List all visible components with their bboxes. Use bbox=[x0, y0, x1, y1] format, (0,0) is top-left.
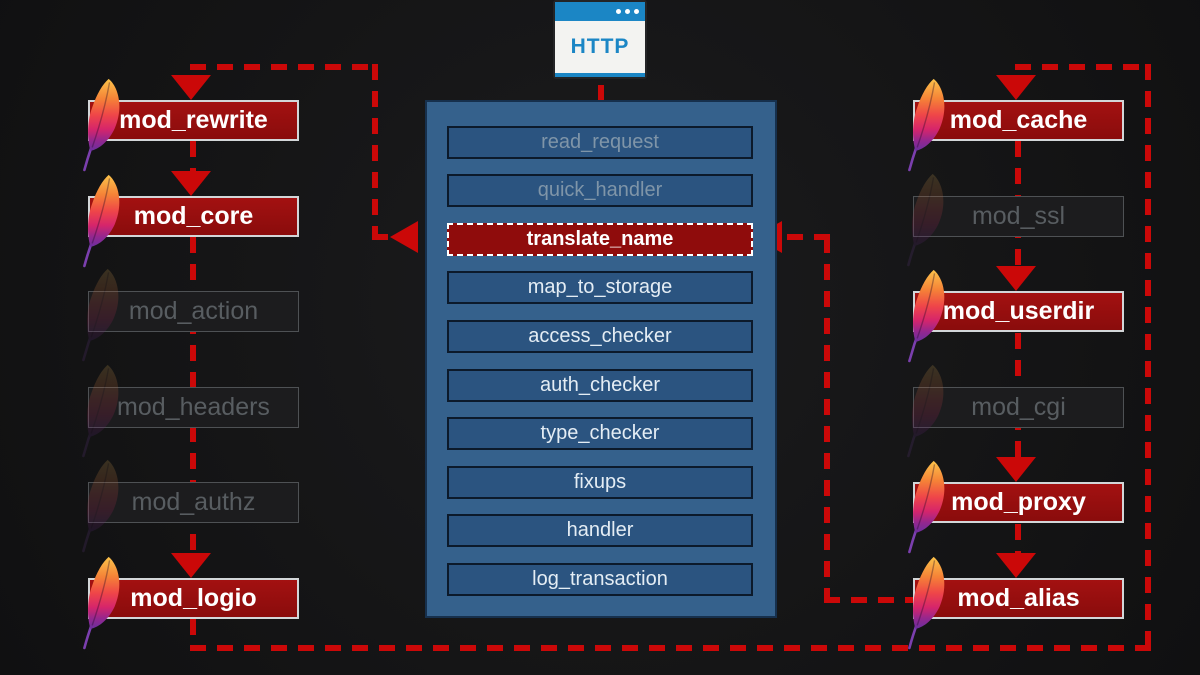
module-label: mod_headers bbox=[117, 393, 270, 421]
flow-line-rewrite-to-core bbox=[190, 141, 196, 173]
module-mod-ssl: mod_ssl bbox=[907, 172, 1124, 267]
apache-feather-icon bbox=[907, 172, 945, 267]
phase-type-checker: type_checker bbox=[447, 417, 753, 450]
flow-line-proxy-to-alias bbox=[1015, 524, 1021, 555]
flow-line-logio-down bbox=[190, 619, 196, 647]
module-label: mod_alias bbox=[957, 584, 1080, 612]
phase-quick-handler: quick_handler bbox=[447, 174, 753, 207]
window-dot-icon bbox=[625, 9, 630, 14]
phase-map-to-storage: map_to_storage bbox=[447, 271, 753, 304]
request-phases-panel: read_request quick_handler translate_nam… bbox=[425, 100, 777, 618]
apache-feather-icon bbox=[83, 173, 121, 268]
arrow-into-mod-logio-icon bbox=[171, 553, 211, 578]
browser-footer-strip bbox=[555, 73, 645, 77]
arrow-into-mod-cache-icon bbox=[996, 75, 1036, 100]
apache-feather-icon bbox=[82, 458, 120, 553]
flow-line-bottom bbox=[190, 645, 1151, 651]
module-label: mod_userdir bbox=[942, 297, 1095, 325]
module-mod-authz: mod_authz bbox=[82, 458, 299, 553]
apache-feather-icon bbox=[908, 77, 946, 172]
arrow-into-mod-core-icon bbox=[171, 171, 211, 196]
module-mod-headers: mod_headers bbox=[82, 363, 299, 458]
phase-read-request: read_request bbox=[447, 126, 753, 159]
arrow-into-mod-rewrite-icon bbox=[171, 75, 211, 100]
phase-handler: handler bbox=[447, 514, 753, 547]
module-mod-logio: mod_logio bbox=[83, 555, 299, 650]
module-label: mod_ssl bbox=[971, 202, 1066, 230]
module-mod-proxy: mod_proxy bbox=[908, 459, 1124, 554]
module-mod-rewrite: mod_rewrite bbox=[83, 77, 299, 172]
flow-line-left-up bbox=[372, 64, 378, 240]
phase-translate-name: translate_name bbox=[447, 223, 753, 256]
module-label: mod_logio bbox=[130, 584, 257, 612]
apache-feather-icon bbox=[907, 363, 945, 458]
phase-auth-checker: auth_checker bbox=[447, 369, 753, 402]
browser-title-bar bbox=[555, 2, 645, 21]
phase-fixups: fixups bbox=[447, 466, 753, 499]
flow-line-return-into-translate bbox=[760, 234, 830, 240]
flow-line-top-left bbox=[190, 64, 378, 70]
window-dot-icon bbox=[634, 9, 639, 14]
module-mod-cache: mod_cache bbox=[908, 77, 1124, 172]
module-mod-core: mod_core bbox=[83, 173, 299, 268]
apache-feather-icon bbox=[908, 459, 946, 554]
phase-access-checker: access_checker bbox=[447, 320, 753, 353]
arrow-into-mod-userdir-icon bbox=[996, 266, 1036, 291]
module-mod-userdir: mod_userdir bbox=[908, 268, 1124, 363]
module-label: mod_core bbox=[133, 202, 254, 230]
module-mod-action: mod_action bbox=[82, 267, 299, 362]
arrow-out-left-icon bbox=[390, 221, 418, 253]
http-label: HTTP bbox=[570, 35, 630, 58]
module-label: mod_authz bbox=[131, 488, 256, 516]
flow-line-right-edge bbox=[1145, 64, 1151, 649]
module-label: mod_action bbox=[128, 297, 259, 325]
window-dot-icon bbox=[616, 9, 621, 14]
browser-body: HTTP bbox=[555, 21, 645, 73]
module-label: mod_rewrite bbox=[119, 106, 268, 134]
module-label: mod_cgi bbox=[971, 393, 1066, 421]
arrow-into-mod-proxy-icon bbox=[996, 457, 1036, 482]
module-mod-cgi: mod_cgi bbox=[907, 363, 1124, 458]
flow-line-return-up bbox=[824, 237, 830, 601]
flow-line-alias-out bbox=[824, 597, 913, 603]
apache-feather-icon bbox=[83, 555, 121, 650]
flow-line-top-right bbox=[1015, 64, 1151, 70]
module-label: mod_proxy bbox=[951, 488, 1086, 516]
module-mod-alias: mod_alias bbox=[908, 555, 1124, 650]
browser-window-icon: HTTP bbox=[553, 0, 647, 79]
phase-log-transaction: log_transaction bbox=[447, 563, 753, 596]
module-label: mod_cache bbox=[949, 106, 1088, 134]
apache-feather-icon bbox=[82, 267, 120, 362]
arrow-into-mod-alias-icon bbox=[996, 553, 1036, 578]
